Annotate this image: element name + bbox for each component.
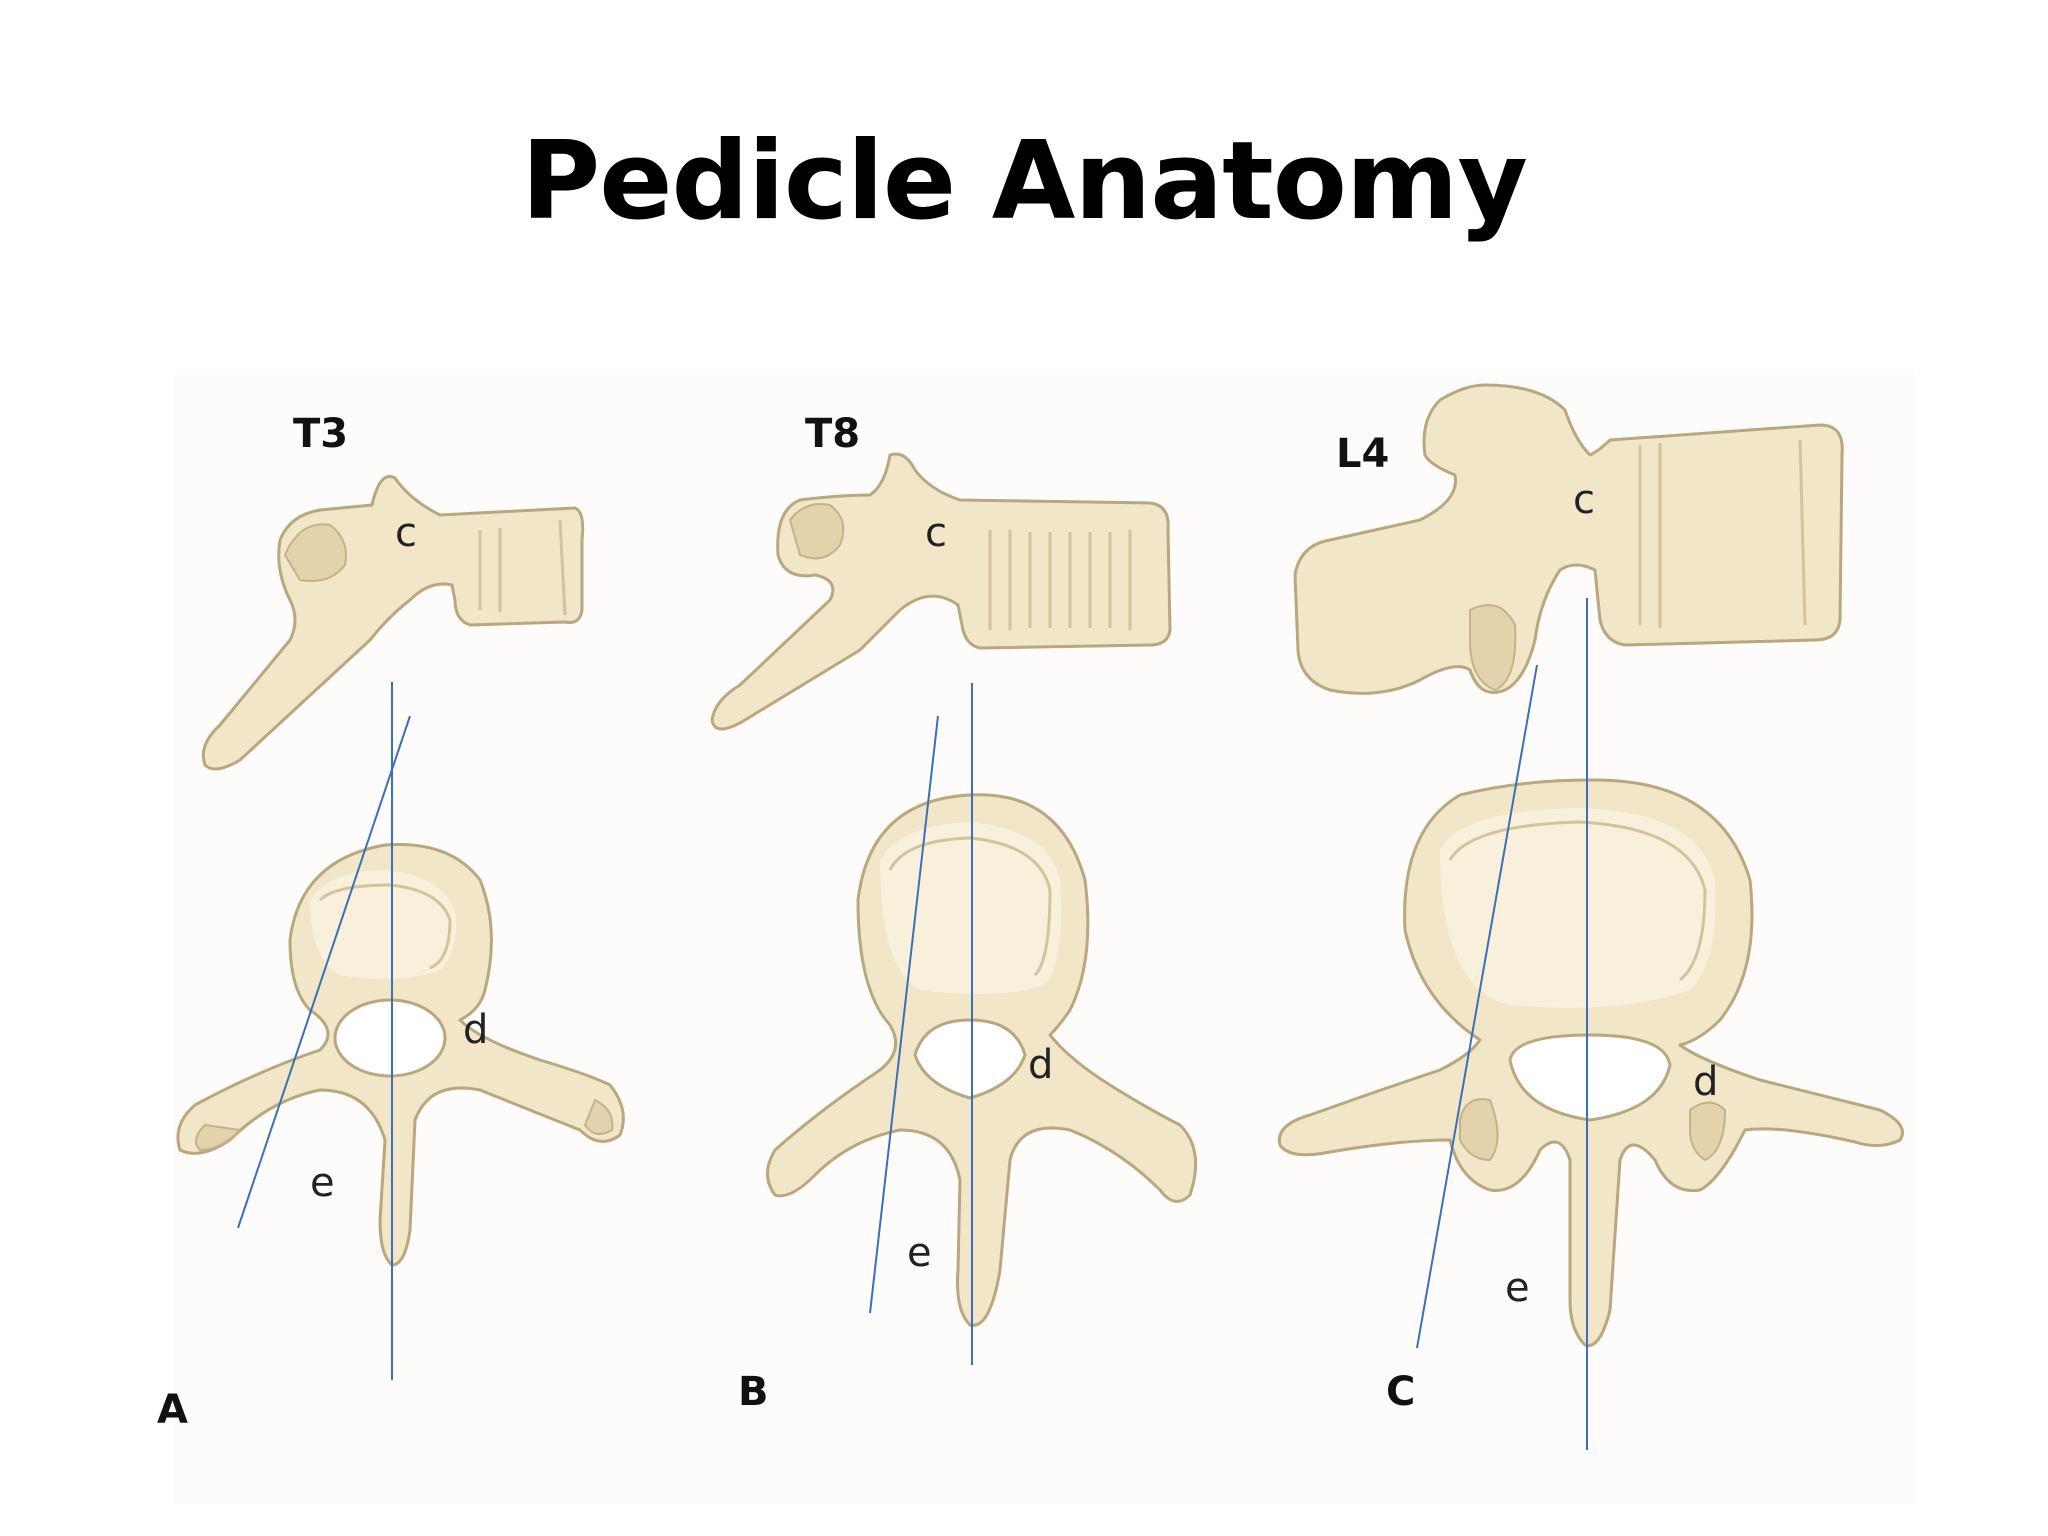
label-c-l4: c [1573,477,1595,523]
label-e-l4: e [1505,1265,1530,1311]
t3-lateral-view [201,475,585,771]
label-d-l4: d [1693,1059,1719,1105]
label-d-t3: d [463,1007,489,1053]
label-c-t8: c [925,510,947,556]
t3-pedicle-axis-line [237,715,411,1229]
t3-axial-view [176,842,625,1267]
t8-lateral-view [710,452,1172,731]
l4-pedicle-axis-line [1416,664,1538,1349]
level-label-l4: L4 [1336,431,1390,477]
label-e-t8: e [907,1230,932,1276]
level-label-t8: T8 [805,411,861,457]
level-label-t3: T3 [293,411,349,457]
t8-axial-view [766,793,1198,1327]
panel-letter-c: C [1386,1369,1416,1415]
label-c-t3: c [395,510,417,556]
slide-title: Pedicle Anatomy [521,119,1528,244]
panel-letter-a: A [157,1387,188,1433]
label-e-t3: e [310,1160,335,1206]
l4-axial-view [1277,778,1904,1348]
panel-letter-b: B [738,1369,769,1415]
label-d-t8: d [1028,1042,1054,1088]
l4-lateral-view [1293,383,1844,695]
t8-pedicle-axis-line [869,715,939,1314]
